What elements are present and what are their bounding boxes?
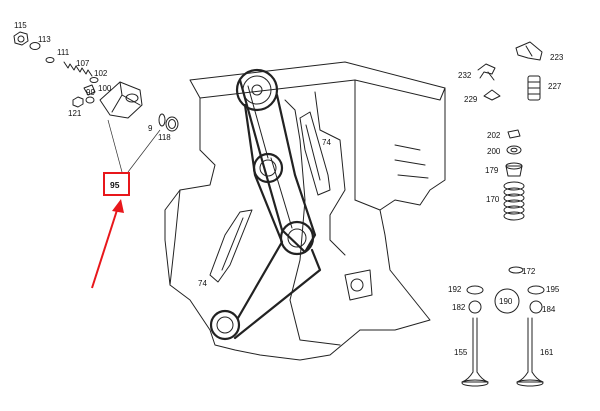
seal-172	[508, 266, 524, 274]
part-labels: 115 113 111 107 102 100 99 121 9 118 74 …	[14, 21, 564, 357]
timing-chain	[209, 68, 322, 341]
label-107[interactable]: 107	[76, 59, 90, 68]
label-161[interactable]: 161	[540, 348, 554, 357]
highlight-callout: 95	[91, 172, 130, 289]
label-102[interactable]: 102	[94, 69, 108, 78]
label-99[interactable]: 99	[86, 88, 95, 97]
label-184[interactable]: 184	[542, 305, 556, 314]
label-95[interactable]: 95	[110, 180, 120, 190]
label-121[interactable]: 121	[68, 109, 82, 118]
highlight-box[interactable]	[103, 172, 130, 196]
valve-spring-170	[503, 181, 525, 221]
clip-229	[483, 89, 501, 101]
clip-232	[477, 63, 496, 81]
valve-guide-parts	[466, 285, 545, 314]
chain-guide-rail-upper	[299, 111, 331, 196]
spring-seat-179	[505, 162, 523, 177]
label-74-upper[interactable]: 74	[322, 138, 331, 147]
label-229[interactable]: 229	[464, 95, 478, 104]
label-227[interactable]: 227	[548, 82, 562, 91]
rocker-arm-223	[515, 41, 543, 61]
label-223[interactable]: 223	[550, 53, 564, 62]
label-200[interactable]: 200	[487, 147, 501, 156]
intake-valve-155	[461, 317, 489, 387]
label-118[interactable]: 118	[158, 133, 171, 142]
label-100[interactable]: 100	[98, 84, 112, 93]
label-232[interactable]: 232	[458, 71, 472, 80]
label-192[interactable]: 192	[448, 285, 462, 294]
label-202[interactable]: 202	[487, 131, 501, 140]
label-179[interactable]: 179	[485, 166, 499, 175]
exhaust-valve-161	[516, 317, 544, 387]
label-172[interactable]: 172	[522, 267, 536, 276]
spring-cap-200	[506, 145, 522, 155]
label-113[interactable]: 113	[38, 35, 51, 44]
label-195[interactable]: 195	[546, 285, 560, 294]
label-182[interactable]: 182	[452, 303, 466, 312]
label-190[interactable]: 190	[499, 297, 513, 306]
chain-guide-rail-lower	[209, 209, 253, 283]
highlight-arrowhead	[112, 199, 124, 213]
tensioner-leader-lines	[107, 119, 161, 173]
label-9[interactable]: 9	[148, 124, 153, 133]
label-155[interactable]: 155	[454, 348, 468, 357]
valve-keeper-202	[507, 129, 521, 139]
engine-block	[164, 61, 446, 361]
label-170[interactable]: 170	[486, 195, 500, 204]
hydraulic-lifter-227	[527, 75, 541, 101]
tensioner-assembly	[13, 31, 179, 132]
label-74-lower[interactable]: 74	[198, 279, 207, 288]
highlight-arrow	[91, 206, 119, 289]
label-111[interactable]: 111	[57, 48, 70, 57]
label-115[interactable]: 115	[14, 21, 27, 30]
